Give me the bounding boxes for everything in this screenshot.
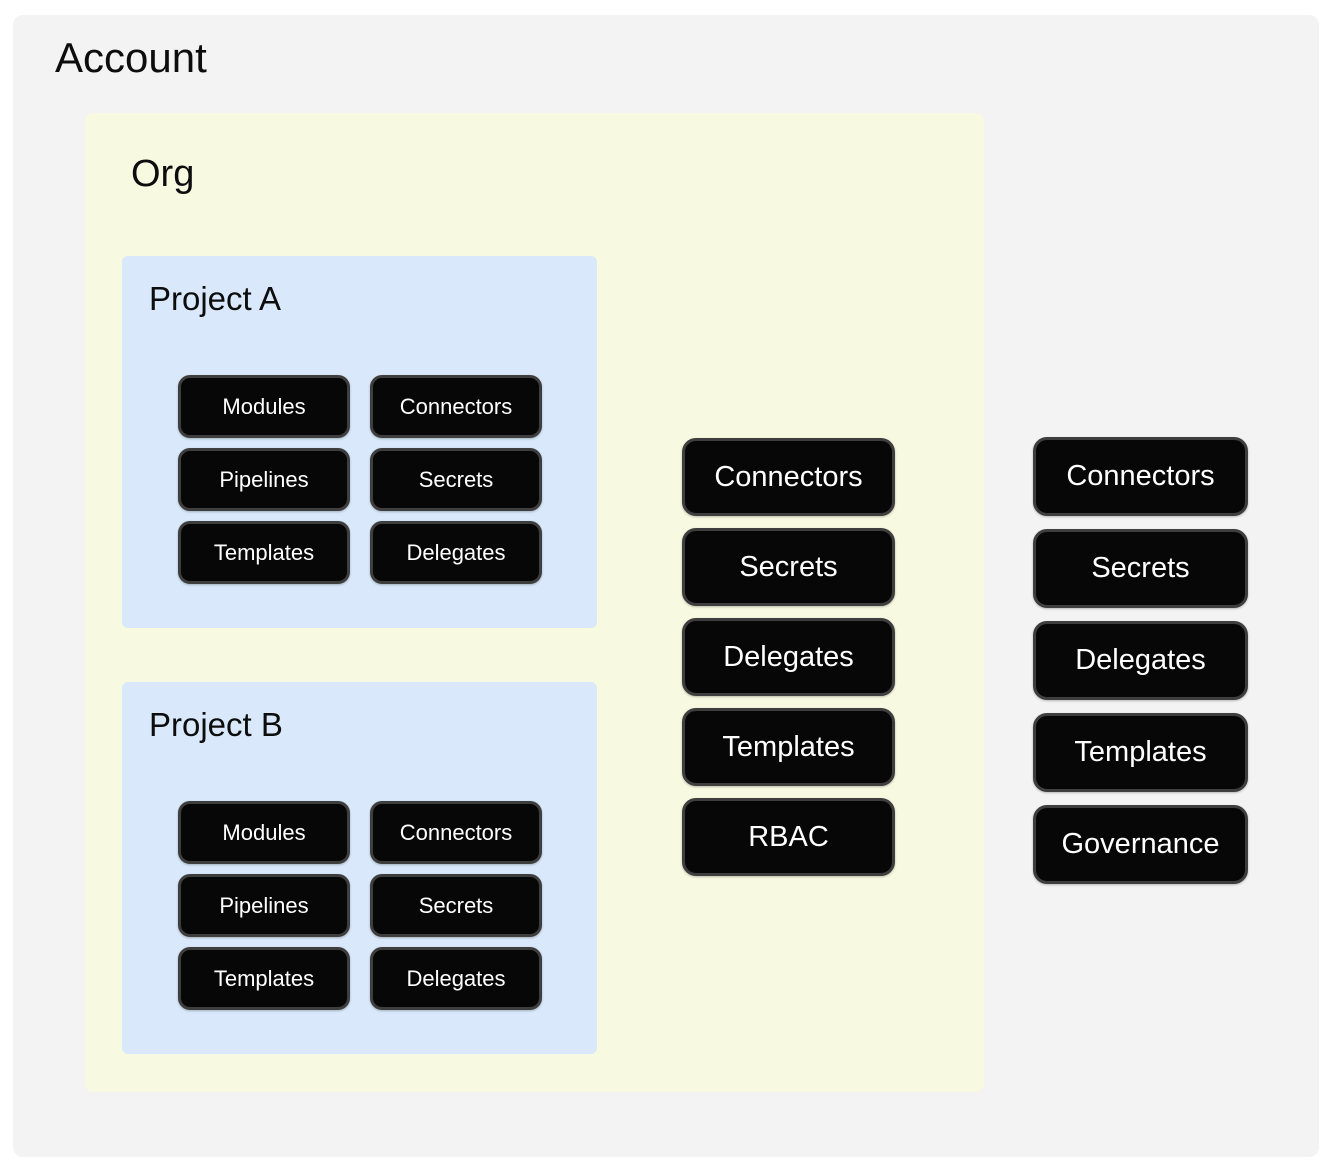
account-node-governance: Governance: [1033, 805, 1248, 884]
org-scope-container: Org Project A Modules Connectors Pipelin…: [85, 113, 984, 1092]
project-b-node-modules: Modules: [178, 801, 350, 864]
project-a-node-delegates: Delegates: [370, 521, 542, 584]
org-node-delegates: Delegates: [682, 618, 895, 696]
project-b-node-delegates: Delegates: [370, 947, 542, 1010]
project-b-node-secrets: Secrets: [370, 874, 542, 937]
project-a-node-pipelines: Pipelines: [178, 448, 350, 511]
project-b-resource-grid: Modules Connectors Pipelines Secrets Tem…: [178, 801, 542, 1010]
project-b-node-connectors: Connectors: [370, 801, 542, 864]
project-b-node-pipelines: Pipelines: [178, 874, 350, 937]
project-b-card: Project B Modules Connectors Pipelines S…: [122, 682, 597, 1054]
org-node-secrets: Secrets: [682, 528, 895, 606]
project-a-node-connectors: Connectors: [370, 375, 542, 438]
project-a-card: Project A Modules Connectors Pipelines S…: [122, 256, 597, 628]
org-resource-column: Connectors Secrets Delegates Templates R…: [682, 438, 895, 876]
account-node-secrets: Secrets: [1033, 529, 1248, 608]
org-scope-title: Org: [131, 153, 195, 195]
account-node-templates: Templates: [1033, 713, 1248, 792]
account-scope-title: Account: [55, 34, 207, 81]
project-a-node-modules: Modules: [178, 375, 350, 438]
account-node-delegates: Delegates: [1033, 621, 1248, 700]
project-a-node-secrets: Secrets: [370, 448, 542, 511]
account-scope-container: Account Org Project A Modules Connectors…: [13, 15, 1319, 1157]
org-node-connectors: Connectors: [682, 438, 895, 516]
account-node-connectors: Connectors: [1033, 437, 1248, 516]
project-a-node-templates: Templates: [178, 521, 350, 584]
account-resource-column: Connectors Secrets Delegates Templates G…: [1033, 437, 1248, 884]
org-node-rbac: RBAC: [682, 798, 895, 876]
project-a-resource-grid: Modules Connectors Pipelines Secrets Tem…: [178, 375, 542, 584]
org-node-templates: Templates: [682, 708, 895, 786]
project-a-title: Project A: [149, 280, 282, 317]
project-b-node-templates: Templates: [178, 947, 350, 1010]
project-b-title: Project B: [149, 706, 283, 743]
